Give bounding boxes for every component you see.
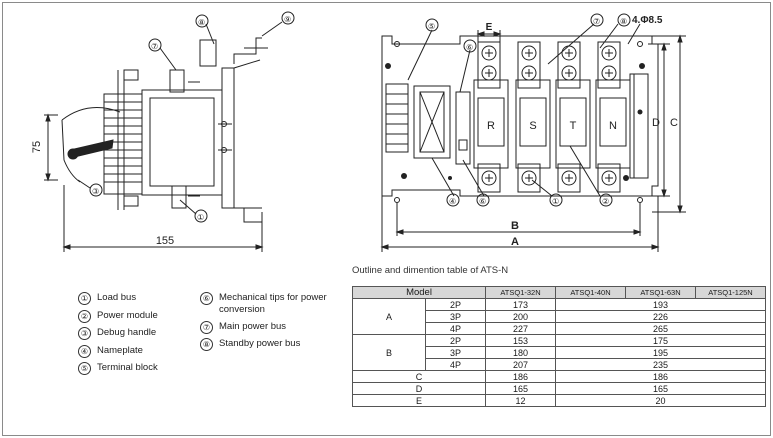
dim-a-label: A: [511, 236, 519, 248]
legend-number: ⑤: [78, 362, 91, 375]
dim-height-label: 75: [31, 141, 43, 153]
dim-b-label: B: [511, 220, 519, 232]
legend-number: ⑧: [200, 338, 213, 351]
legend-text: Mechanical tips for power conversion: [219, 292, 327, 315]
row-group: B: [352, 334, 426, 371]
row-group: C: [352, 370, 486, 383]
legend-number: ①: [78, 292, 91, 305]
header-col: ATSQ1-40N: [555, 286, 626, 299]
legend-item: ⑤ Terminal block: [78, 362, 188, 375]
legend-number: ⑥: [200, 292, 213, 305]
table-row: C 186 186: [352, 370, 766, 383]
legend-text: Standby power bus: [219, 338, 301, 349]
callout-4-right: ④: [449, 197, 456, 206]
cell-large-model: 265: [555, 322, 766, 335]
table-row: E 12 20: [352, 394, 766, 407]
dimension-table: Model ATSQ1-32N ATSQ1-40N ATSQ1-63N ATSQ…: [352, 286, 766, 407]
cell-large-model: 175: [555, 334, 766, 347]
legend-item: ③ Debug handle: [78, 327, 188, 340]
legend-item: ④ Nameplate: [78, 344, 188, 358]
legend-text: Load bus: [97, 292, 137, 303]
callout-1-right: ①: [552, 197, 559, 206]
phase-r-label: R: [487, 120, 495, 132]
legend-number: ④: [78, 344, 91, 358]
row-group: A: [352, 298, 426, 335]
table-row: A 2P 173 193: [352, 298, 766, 335]
table-row: 3P 200 226: [353, 310, 766, 323]
row-pole: 4P: [425, 322, 486, 335]
phase-t-label: T: [570, 120, 577, 132]
cell-small-model: 153: [485, 334, 556, 347]
header-col: ATSQ1-63N: [625, 286, 696, 299]
legend-item: ⑥ Mechanical tips for power conversion: [200, 292, 345, 316]
cell-large-model: 20: [555, 394, 766, 407]
cell-small-model: 12: [485, 394, 556, 407]
row-group: E: [352, 394, 486, 407]
row-pole: 4P: [425, 358, 486, 371]
table-caption: Outline and dimention table of ATS-N: [352, 265, 509, 276]
legend-text: Nameplate: [97, 344, 143, 356]
row-group: D: [352, 382, 486, 395]
header-model: Model: [352, 286, 486, 299]
table-row: D 165 165: [352, 382, 766, 395]
phase-n-label: N: [609, 120, 617, 132]
legend-text: Power module: [97, 309, 158, 321]
hole-spec-label: 4.Φ8.5: [632, 15, 663, 26]
row-pole: 2P: [425, 334, 486, 347]
cell-small-model: 186: [485, 370, 556, 383]
cell-large-model: 226: [555, 310, 766, 323]
legend-text: Main power bus: [219, 320, 287, 332]
callout-2-right: ②: [602, 197, 609, 206]
callout-3-left: ③: [92, 187, 99, 196]
callout-6-right-bottom: ⑥: [479, 197, 486, 206]
callout-5-right: ⑤: [428, 22, 435, 31]
callout-8-left: ⑧: [198, 18, 205, 27]
row-pole: 2P: [425, 298, 486, 311]
cell-large-model: 165: [555, 382, 766, 395]
row-pole: 3P: [425, 346, 486, 359]
cell-small-model: 173: [485, 298, 556, 311]
cell-large-model: 195: [555, 346, 766, 359]
callout-8-right: ⑧: [620, 17, 627, 26]
dim-width-label: 155: [156, 235, 174, 247]
table-row: 3P 180 195: [353, 346, 766, 359]
table-header-row: Model ATSQ1-32N ATSQ1-40N ATSQ1-63N ATSQ…: [352, 286, 766, 299]
legend-item: ⑦ Main power bus: [200, 320, 345, 334]
callout-7-right: ⑦: [593, 17, 600, 26]
legend-text: Debug handle: [97, 327, 157, 338]
legend-number: ②: [78, 309, 91, 323]
legend-number: ⑦: [200, 320, 213, 334]
row-pole: 3P: [425, 310, 486, 323]
dim-d-label: D: [652, 117, 660, 129]
legend-item: ② Power module: [78, 309, 188, 323]
dim-e-label: E: [486, 22, 493, 33]
cell-large-model: 193: [555, 298, 766, 311]
cell-small-model: 227: [485, 322, 556, 335]
legend-text: Terminal block: [97, 362, 158, 373]
cell-small-model: 207: [485, 358, 556, 371]
callout-9-left: ⑨: [284, 15, 291, 24]
callout-6-right-top: ⑥: [466, 43, 473, 52]
callout-1-left: ①: [197, 213, 204, 222]
callout-7-left: ⑦: [151, 42, 158, 51]
header-col: ATSQ1-32N: [485, 286, 556, 299]
legend-number: ③: [78, 327, 91, 340]
cell-small-model: 180: [485, 346, 556, 359]
cell-large-model: 235: [555, 358, 766, 371]
phase-s-label: S: [529, 120, 536, 132]
legend-item: ⑧ Standby power bus: [200, 338, 345, 351]
cell-large-model: 186: [555, 370, 766, 383]
table-row: B 2P 153 175: [352, 334, 766, 371]
header-col: ATSQ1-125N: [695, 286, 766, 299]
cell-small-model: 200: [485, 310, 556, 323]
legend-item: ① Load bus: [78, 292, 188, 305]
cell-small-model: 165: [485, 382, 556, 395]
dim-c-label: C: [670, 117, 678, 129]
